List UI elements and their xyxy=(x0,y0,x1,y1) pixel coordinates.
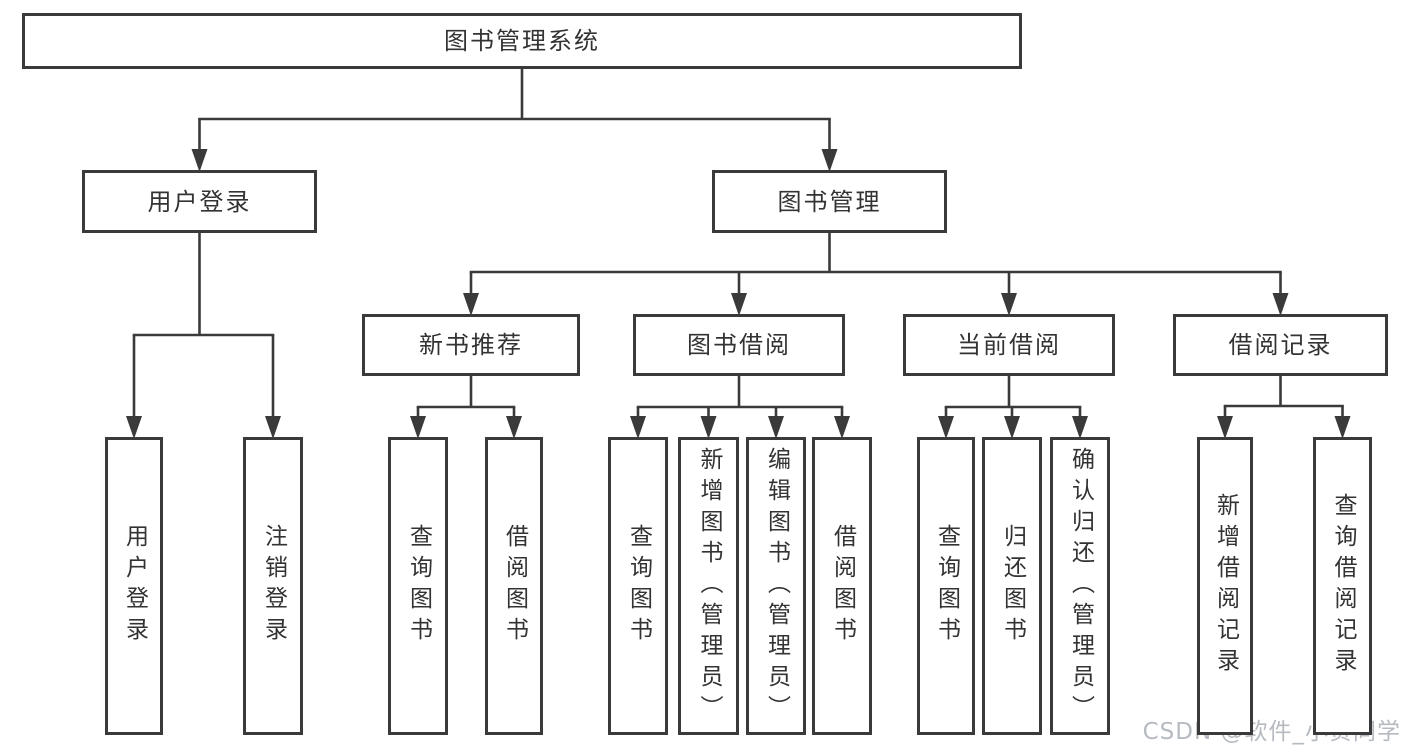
node-label-current-borrow: 当前借阅 xyxy=(957,331,1061,359)
node-leaf-rec-add: 新增借阅记录 xyxy=(1197,437,1253,735)
node-label-leaf-bw-add: 新增图书（管理员） xyxy=(696,446,722,726)
arrowhead-icon xyxy=(410,416,426,439)
arrowhead-icon xyxy=(768,416,784,439)
arrowhead-icon xyxy=(463,293,479,316)
node-label-leaf-nb-query: 查询图书 xyxy=(405,524,432,648)
node-label-leaf-nb-borrow: 借阅图书 xyxy=(501,524,528,648)
arrowhead-icon xyxy=(506,416,522,439)
node-label-leaf-cur-return: 归还图书 xyxy=(999,524,1026,648)
arrowhead-icon xyxy=(191,149,208,172)
arrowhead-icon xyxy=(938,416,954,439)
node-label-leaf-logout: 注销登录 xyxy=(260,524,287,648)
node-leaf-cur-return: 归还图书 xyxy=(982,437,1042,735)
node-leaf-bw-add: 新增图书（管理员） xyxy=(678,437,739,735)
node-leaf-user-login: 用户登录 xyxy=(105,437,163,735)
node-book-mgmt: 图书管理 xyxy=(712,170,947,233)
node-leaf-nb-borrow: 借阅图书 xyxy=(485,437,543,735)
arrowhead-icon xyxy=(1072,416,1088,439)
node-label-leaf-user-login: 用户登录 xyxy=(121,524,148,648)
arrowhead-icon xyxy=(265,416,281,439)
arrowhead-icon xyxy=(1334,416,1351,439)
node-borrow-records: 借阅记录 xyxy=(1173,314,1388,376)
node-label-leaf-cur-query: 查询图书 xyxy=(933,524,960,648)
node-label-book-borrow: 图书借阅 xyxy=(687,331,791,359)
node-label-new-book-recommend: 新书推荐 xyxy=(419,331,523,359)
arrowhead-icon xyxy=(1004,416,1020,439)
node-label-leaf-rec-query: 查询借阅记录 xyxy=(1330,493,1356,679)
node-leaf-bw-edit: 编辑图书（管理员） xyxy=(746,437,806,735)
node-label-user-login: 用户登录 xyxy=(147,187,252,216)
arrowhead-icon xyxy=(1272,293,1289,316)
node-user-login: 用户登录 xyxy=(82,170,317,233)
node-label-leaf-rec-add: 新增借阅记录 xyxy=(1212,493,1239,679)
node-label-borrow-records: 借阅记录 xyxy=(1228,331,1333,359)
node-label-leaf-cur-confirm: 确认归还（管理员） xyxy=(1067,446,1094,726)
arrowhead-icon xyxy=(700,416,717,439)
node-label-root: 图书管理系统 xyxy=(444,27,600,55)
arrowhead-icon xyxy=(834,416,850,439)
node-leaf-bw-borrow: 借阅图书 xyxy=(812,437,872,735)
node-leaf-cur-confirm: 确认归还（管理员） xyxy=(1050,437,1110,735)
node-leaf-nb-query: 查询图书 xyxy=(388,437,448,735)
node-label-leaf-bw-query: 查询图书 xyxy=(625,524,652,648)
arrowhead-icon xyxy=(1217,416,1233,439)
node-label-leaf-bw-borrow: 借阅图书 xyxy=(829,524,856,648)
arrowhead-icon xyxy=(630,416,646,439)
node-leaf-cur-query: 查询图书 xyxy=(917,437,975,735)
node-leaf-bw-query: 查询图书 xyxy=(608,437,668,735)
arrowhead-icon xyxy=(126,416,142,439)
node-book-borrow: 图书借阅 xyxy=(633,314,845,376)
node-label-leaf-bw-edit: 编辑图书（管理员） xyxy=(763,446,790,726)
arrowhead-icon xyxy=(1001,293,1017,316)
node-leaf-rec-query: 查询借阅记录 xyxy=(1313,437,1372,735)
arrowhead-icon xyxy=(731,293,747,316)
node-new-book-recommend: 新书推荐 xyxy=(362,314,580,376)
node-current-borrow: 当前借阅 xyxy=(903,314,1115,376)
node-label-book-mgmt: 图书管理 xyxy=(777,187,882,216)
node-root: 图书管理系统 xyxy=(22,13,1022,69)
node-leaf-logout: 注销登录 xyxy=(243,437,303,735)
arrowhead-icon xyxy=(821,149,838,172)
